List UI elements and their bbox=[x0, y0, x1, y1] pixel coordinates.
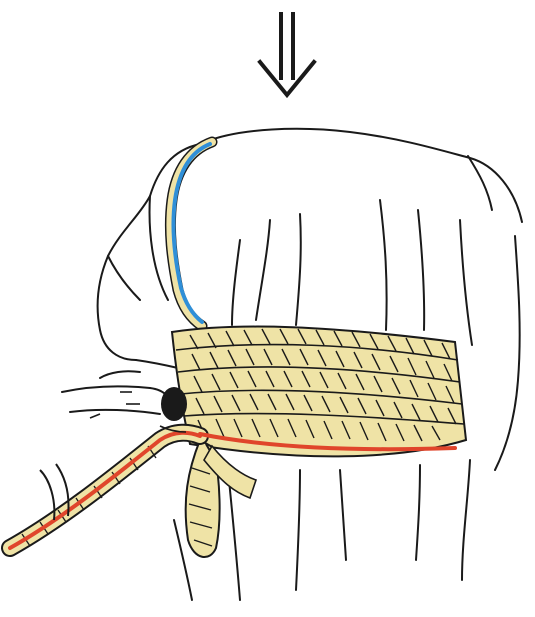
knot-shadow bbox=[161, 387, 187, 421]
